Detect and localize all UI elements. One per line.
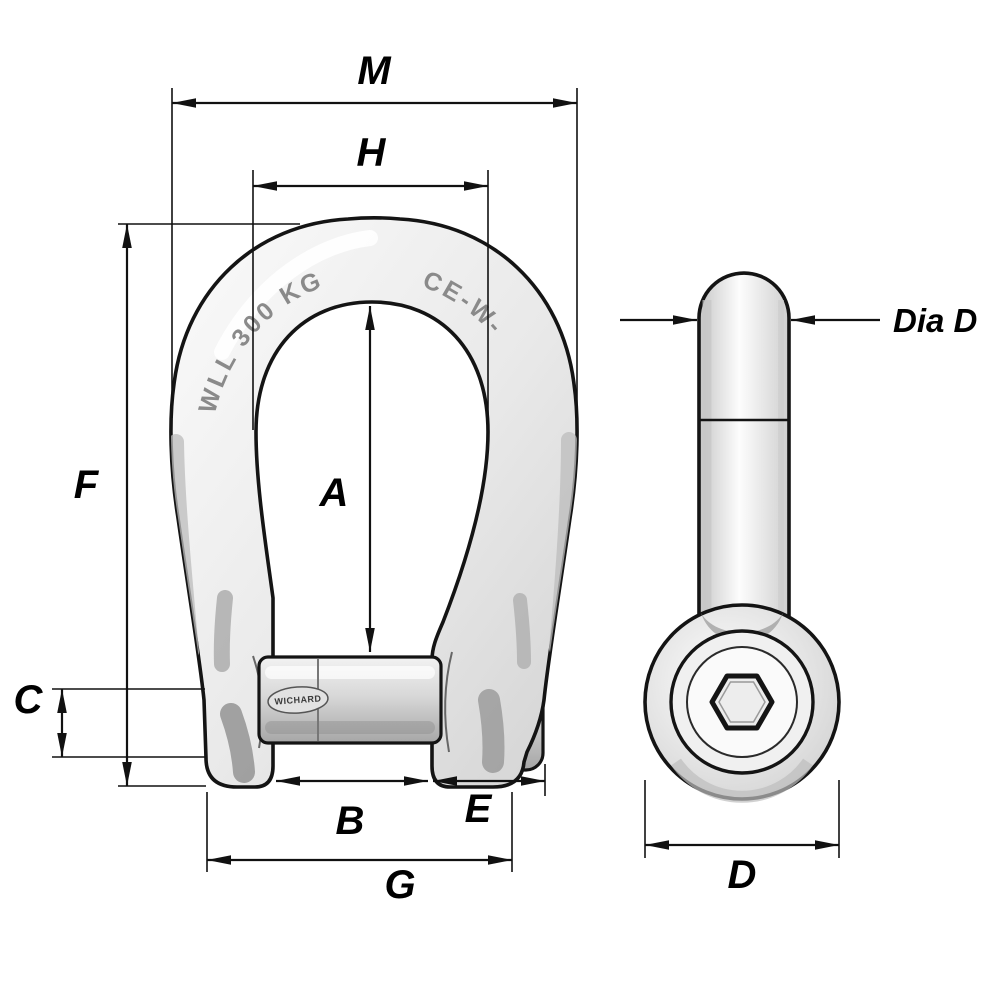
eye-shading (671, 758, 813, 803)
right-boss-contour (444, 651, 453, 753)
dim-label-M: M (357, 49, 392, 93)
dim-G: G (206, 792, 513, 907)
pin-brand-text: WICHARD (274, 693, 322, 706)
front-view: WLL 300 KG CE-W- WICHARD M H (14, 49, 579, 907)
pin-shadow (265, 721, 435, 734)
hex-socket (709, 673, 775, 731)
side-body-slab (697, 271, 791, 650)
dim-label-d: D (728, 853, 757, 897)
dim-E: E (433, 764, 546, 831)
pin-highlight (265, 666, 435, 679)
side-view: Dia D D (620, 271, 977, 897)
dim-F: F (74, 223, 300, 787)
dim-B: B (276, 776, 428, 843)
shackle-pin: WICHARD (257, 655, 443, 745)
hex-socket-inner-edge (718, 681, 766, 723)
dim-label-H: H (357, 131, 387, 175)
pin-brand-stamp (267, 686, 329, 714)
dim-label-F: F (74, 463, 100, 507)
dim-label-C: C (14, 678, 44, 722)
dim-label-A: A (319, 471, 349, 515)
dim-C: C (14, 678, 205, 758)
dim-M: M (171, 49, 578, 418)
dim-H: H (252, 131, 489, 430)
dim-dia-d: Dia D (620, 302, 977, 339)
dim-d: D (644, 780, 840, 897)
side-eye (643, 603, 841, 803)
dim-A: A (319, 306, 375, 652)
dim-label-B: B (336, 799, 365, 843)
dim-label-G: G (384, 863, 415, 907)
dim-label-dia-d: Dia D (893, 302, 977, 339)
dim-label-E: E (465, 787, 493, 831)
